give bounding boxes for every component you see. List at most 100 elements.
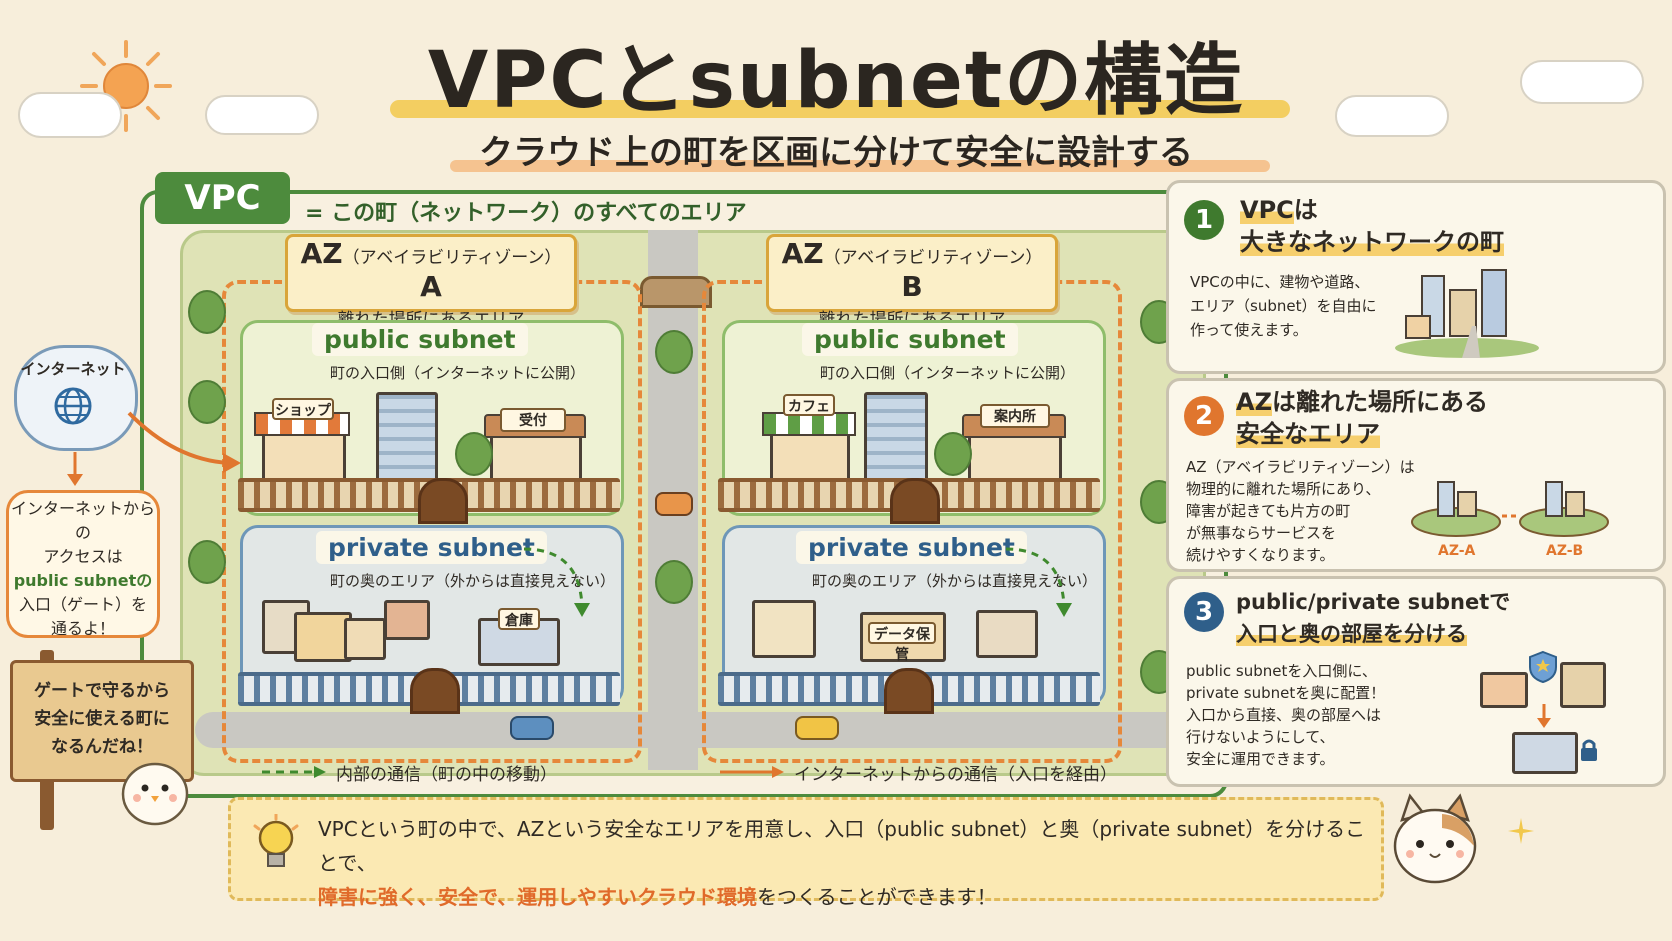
cafe-sign: カフェ <box>783 394 835 416</box>
card-title-main: public/private subnet <box>1236 590 1490 614</box>
legend-internal-arrow-icon <box>262 764 328 780</box>
page-subtitle: クラウド上の町を区画に分けて安全に設計する <box>479 133 1193 173</box>
cloud-decoration <box>18 92 122 138</box>
az-a-public-desc: 町の入口側（インターネットに公開） <box>330 364 586 382</box>
card-subnet-text: public subnetを入口側に、 private subnetを奥に配置！… <box>1186 660 1385 770</box>
legend-external: インターネットからの通信（入口を経由） <box>794 765 1117 785</box>
card-number: 3 <box>1184 592 1224 632</box>
card-az-text: AZ（アベイラビリティゾーン）は 物理的に離れた場所にあり、 障害が起きても片方… <box>1186 456 1415 566</box>
card-az-title: AZは離れた場所にある 安全なエリア <box>1236 386 1488 450</box>
house-icon <box>976 610 1038 658</box>
az-a-letter: A <box>420 270 442 303</box>
az-b-private-desc: 町の奥のエリア（外からは直接見えない） <box>812 572 1098 590</box>
card-title-suffix: で <box>1489 590 1511 614</box>
house-mini-icon <box>1512 732 1578 774</box>
office-tower <box>376 392 438 482</box>
internal-flow-arrow <box>520 545 600 625</box>
signpost-board: ゲートで守るから 安全に使える町に なるんだね！ <box>10 660 194 782</box>
reception-sign: 受付 <box>500 408 566 432</box>
sparkle-icon <box>1508 818 1534 844</box>
house-icon <box>384 600 430 640</box>
note-line: 通るよ！ <box>50 619 115 638</box>
card-text-line: 障害が起きても片方の町 <box>1186 502 1351 520</box>
internet-label: インターネット <box>20 360 126 378</box>
az-b-private-gate[interactable] <box>884 668 934 714</box>
car-icon <box>795 716 839 740</box>
building-mini-icon <box>1560 662 1606 708</box>
az-a-paren: （アベイラビリティゾーン） <box>342 248 562 268</box>
lightbulb-icon <box>252 812 300 874</box>
az-a-mini-label: AZ-A <box>1438 543 1476 559</box>
cat-mascot-icon <box>1380 790 1490 900</box>
card-text-line: 安全に運用できます。 <box>1186 750 1335 768</box>
vpc-tag: VPC <box>155 172 290 224</box>
cloud-decoration <box>205 95 319 135</box>
car-icon <box>655 492 693 516</box>
signpost-line: なるんだね！ <box>51 737 153 757</box>
tree-icon <box>655 560 693 604</box>
az-b-paren: （アベイラビリティゾーン） <box>823 248 1043 268</box>
office-tower <box>864 392 928 482</box>
internet-cloud[interactable] <box>14 345 138 451</box>
az-a-public-title: public subnet <box>312 323 528 356</box>
cloud-decoration <box>1520 60 1644 104</box>
az-b-private-title: private subnet <box>796 531 1027 564</box>
legend-external-arrow-icon <box>720 764 786 780</box>
summary-box <box>228 797 1384 901</box>
card-title-suffix: は離れた場所にある <box>1271 388 1488 416</box>
subtitle-underline <box>450 160 1270 172</box>
card-text-line: 物理的に離れた場所にあり、 <box>1186 480 1381 498</box>
az-a-name: AZ <box>300 237 343 270</box>
az-islands-illustration <box>1410 466 1610 538</box>
tree-icon <box>934 432 972 476</box>
card-title-main: AZ <box>1236 388 1272 416</box>
card-vpc-title: VPCは 大きなネットワークの町 <box>1240 194 1504 258</box>
car-icon <box>510 716 554 740</box>
vpc-description: = この町（ネットワーク）のすべてのエリア <box>305 201 747 226</box>
card-text-line: 行けないようにして、 <box>1186 728 1335 746</box>
shop-mini-icon <box>1480 672 1528 708</box>
internet-access-arrow <box>125 405 245 475</box>
az-b-public-desc: 町の入口側（インターネットに公開） <box>820 364 1076 382</box>
az-a-public-gate[interactable] <box>418 478 468 524</box>
title-underline <box>390 100 1290 118</box>
signpost-line: 安全に使える町に <box>34 709 170 729</box>
az-b-letter: B <box>901 270 923 303</box>
az-a-private-gate[interactable] <box>410 668 460 714</box>
card-text-line: エリア（subnet）を自由に <box>1190 297 1377 315</box>
summary-line-2: をつくることができます！ <box>757 885 997 909</box>
tree-icon <box>655 330 693 374</box>
internet-note: インターネットからの アクセスは public subnetの 入口（ゲート）を… <box>6 490 160 638</box>
internal-flow-arrow <box>1002 545 1082 625</box>
az-a-label: AZ（アベイラビリティゾーン） A 離れた場所にあるエリア <box>285 234 577 330</box>
bottom-road <box>195 712 1185 748</box>
summary-highlight: 障害に強く、安全で、運用しやすいクラウド環境 <box>318 885 757 909</box>
card-title-suffix: は <box>1293 196 1318 224</box>
down-arrow-icon <box>65 452 85 488</box>
az-b-label: AZ（アベイラビリティゾーン） B 離れた場所にあるエリア <box>766 234 1058 330</box>
card-text-line: 作って使えます。 <box>1190 321 1308 339</box>
az-a-private-title: private subnet <box>316 531 547 564</box>
data-storage-sign: データ保管 <box>868 622 936 663</box>
card-subnet-title: public/private subnetで 入口と奥の部屋を分ける <box>1236 586 1510 650</box>
card-vpc-text: VPCの中に、建物や道路、 エリア（subnet）を自由に 作って使えます。 <box>1190 270 1376 342</box>
tree-icon <box>188 380 226 424</box>
card-text-line: が無事ならサービスを <box>1186 524 1337 542</box>
card-title-main: VPC <box>1240 196 1294 224</box>
shield-icon <box>1528 650 1558 684</box>
signpost-line: ゲートで守るから <box>34 681 170 701</box>
card-text-line: 続けやすくなります。 <box>1186 546 1335 564</box>
note-line: public subnetの <box>13 571 153 590</box>
cloud-decoration <box>1335 95 1449 137</box>
card-title-sub: 入口と奥の部屋を分ける <box>1236 622 1467 646</box>
az-a-private-desc: 町の奥のエリア（外からは直接見えない） <box>330 572 616 590</box>
info-center-sign: 案内所 <box>980 404 1050 428</box>
house-icon <box>752 600 816 658</box>
note-line: インターネットからの <box>10 499 155 542</box>
house-icon <box>344 618 386 660</box>
az-b-public-title: public subnet <box>802 323 1018 356</box>
az-b-name: AZ <box>781 237 824 270</box>
note-line: 入口（ゲート）を <box>18 595 147 614</box>
down-arrow-icon <box>1535 704 1553 730</box>
az-b-public-gate[interactable] <box>890 478 940 524</box>
